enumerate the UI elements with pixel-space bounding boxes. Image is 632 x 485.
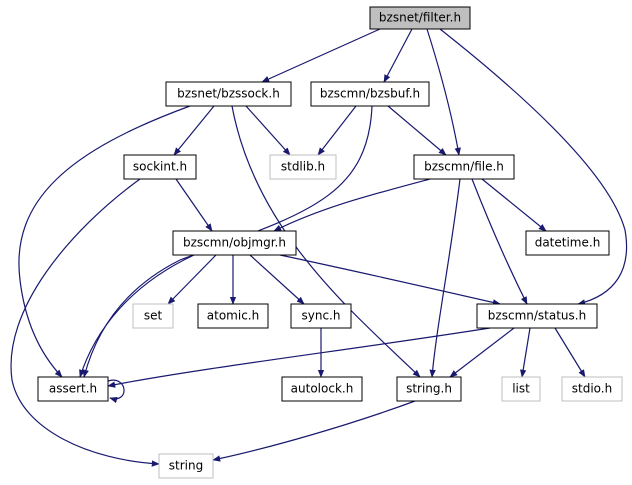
node-atomic-h[interactable]: atomic.h: [197, 303, 269, 329]
edge-filter-h-to-file-h: [426, 28, 461, 156]
edge-bzssock-h-to-stdlib-h: [245, 105, 291, 156]
node-filter-h[interactable]: bzsnet/filter.h: [369, 6, 471, 30]
edge-objmgr-h-to-set: [167, 254, 217, 305]
edge-bzsbuf-h-to-stdlib-h: [317, 105, 357, 156]
node-label-string: string: [169, 459, 203, 473]
edge-filter-h-to-bzsbuf-h: [383, 28, 413, 83]
edge-filter-h-to-status-h: [439, 28, 628, 306]
node-sync-h[interactable]: sync.h: [290, 303, 352, 329]
edge-file-h-to-string-h: [429, 178, 461, 378]
node-label-datetime-h: datetime.h: [535, 236, 601, 250]
edge-file-h-to-datetime-h: [481, 178, 547, 232]
node-objmgr-h[interactable]: bzscmn/objmgr.h: [172, 230, 297, 256]
edge-status-h-to-stdio-h: [554, 327, 586, 378]
node-label-file-h: bzscmn/file.h: [424, 160, 504, 174]
edge-objmgr-h-to-status-h: [279, 254, 501, 306]
node-string-h[interactable]: string.h: [396, 376, 462, 402]
node-label-bzssock-h: bzsnet/bzssock.h: [177, 87, 280, 101]
node-sockint-h[interactable]: sockint.h: [123, 154, 197, 180]
edge-bzssock-h-to-sockint-h: [173, 105, 215, 156]
edge-bzsbuf-h-to-file-h: [387, 105, 447, 156]
node-label-autolock-h: autolock.h: [291, 382, 354, 396]
node-label-status-h: bzscmn/status.h: [488, 309, 586, 323]
edge-bzssock-h-to-assert-h: [18, 105, 191, 378]
node-status-h[interactable]: bzscmn/status.h: [476, 303, 598, 329]
node-stdlib-h[interactable]: stdlib.h: [269, 154, 337, 180]
node-label-sockint-h: sockint.h: [133, 160, 187, 174]
node-label-set: set: [144, 309, 163, 323]
node-datetime-h[interactable]: datetime.h: [525, 230, 610, 256]
edge-status-h-to-list: [520, 327, 531, 378]
node-bzssock-h[interactable]: bzsnet/bzssock.h: [165, 81, 292, 107]
edge-status-h-to-string-h: [449, 327, 515, 378]
node-list[interactable]: list: [501, 376, 541, 402]
node-label-list: list: [512, 382, 530, 396]
node-autolock-h[interactable]: autolock.h: [281, 376, 363, 402]
node-label-assert-h: assert.h: [49, 382, 97, 396]
edge-objmgr-h-to-assert-h: [79, 254, 195, 378]
node-bzsbuf-h[interactable]: bzscmn/bzsbuf.h: [310, 81, 430, 107]
node-file-h[interactable]: bzscmn/file.h: [413, 154, 515, 180]
edge-filter-h-to-bzssock-h: [261, 28, 381, 83]
edge-bzssock-h-to-string-h: [231, 105, 421, 378]
nodes-layer: bzsnet/filter.h bzsnet/bzssock.h bzscmn/…: [37, 6, 623, 479]
edge-file-h-to-status-h: [471, 178, 528, 305]
node-label-objmgr-h: bzscmn/objmgr.h: [183, 236, 286, 250]
node-label-bzsbuf-h: bzscmn/bzsbuf.h: [320, 87, 420, 101]
node-set[interactable]: set: [132, 303, 174, 329]
edge-file-h-to-objmgr-h: [273, 178, 431, 232]
node-stdio-h[interactable]: stdio.h: [561, 376, 623, 402]
edge-status-h-to-assert-h: [107, 327, 491, 388]
edge-sockint-h-to-objmgr-h: [175, 178, 213, 232]
node-label-string-h: string.h: [406, 382, 452, 396]
node-label-sync-h: sync.h: [302, 309, 341, 323]
node-label-stdlib-h: stdlib.h: [281, 160, 325, 174]
edge-sockint-h-to-string: [10, 178, 160, 467]
node-label-stdio-h: stdio.h: [572, 382, 612, 396]
edge-objmgr-h-to-sync-h: [249, 254, 305, 305]
node-assert-h[interactable]: assert.h: [37, 376, 109, 402]
edges-layer: [10, 28, 628, 467]
edge-assert-h-to-assert-h: [107, 379, 125, 404]
node-string[interactable]: string: [158, 453, 214, 479]
node-label-filter-h: bzsnet/filter.h: [379, 11, 461, 25]
edge-string-h-to-string: [212, 400, 416, 462]
node-label-atomic-h: atomic.h: [207, 309, 259, 323]
